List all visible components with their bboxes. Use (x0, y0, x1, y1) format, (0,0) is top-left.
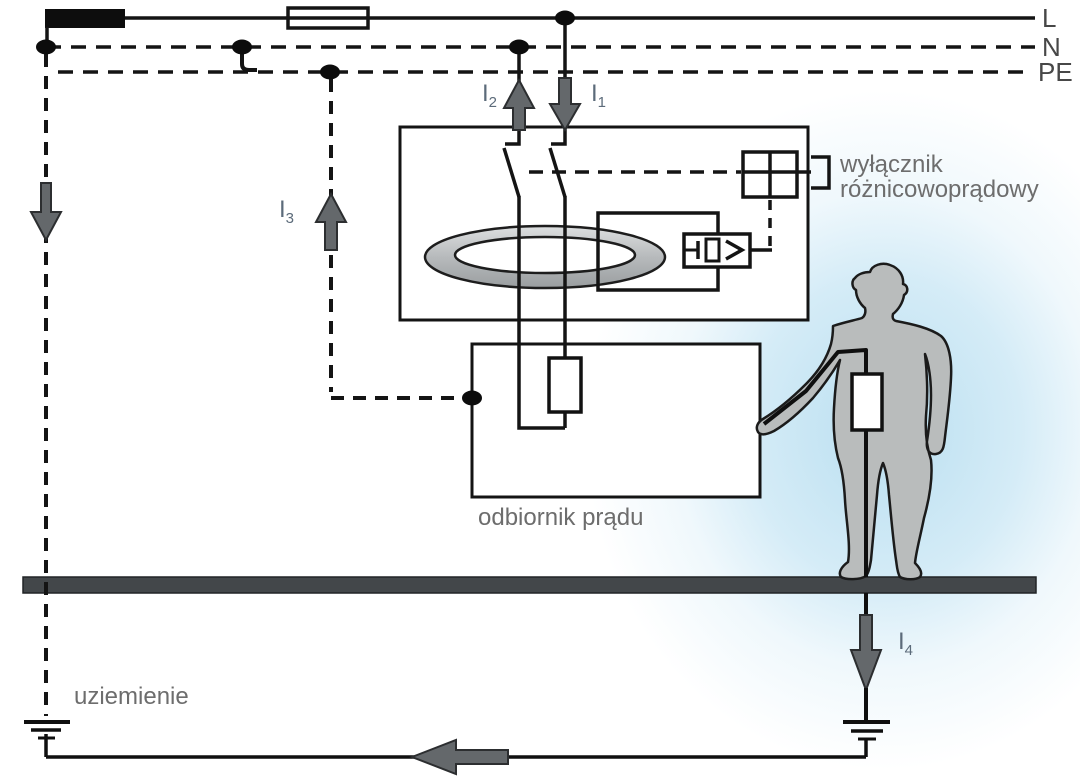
n-line-label: N (1042, 32, 1061, 62)
i4-base: I (898, 628, 905, 655)
current-label-i1: I1 (591, 82, 606, 115)
i4-down-arrow-icon (849, 614, 883, 693)
i2-sub: 2 (488, 94, 498, 111)
earth-electrode-right-icon (843, 720, 890, 757)
i1-down-arrow-icon (548, 77, 582, 133)
i2-base: I (482, 80, 489, 107)
i1-sub: 1 (597, 94, 607, 111)
floor-ground-plane (22, 576, 1037, 594)
rcd-label-line1: wyłącznik (840, 151, 943, 178)
earth-current-down-arrow-icon (29, 182, 63, 243)
body-resistance-icon (850, 372, 884, 432)
load-enclosure (470, 342, 762, 499)
test-button-icon (741, 150, 831, 199)
push-actuator-icon (811, 155, 831, 190)
earthing-label: uziemienie (74, 683, 189, 710)
threshold-chevron-icon (725, 239, 746, 261)
rcd-label: wyłącznik różnicowoprądowy (840, 152, 1039, 202)
fuse-icon (286, 6, 370, 30)
load-label: odbiornik prądu (478, 504, 644, 531)
earth-electrode-left-icon (24, 720, 70, 757)
load-resistor-icon (547, 356, 583, 414)
i4-sub: 4 (904, 642, 914, 659)
junction-dots (36, 10, 575, 406)
i1-base: I (591, 80, 598, 107)
rcd-label-line2: różnicowoprądowy (840, 176, 1039, 203)
current-transformer-toroid-icon (423, 224, 667, 290)
n-pe-bond-icon (240, 47, 257, 72)
current-label-i2: I2 (482, 82, 497, 115)
l-line (45, 6, 1035, 30)
l-line-label: L (1042, 3, 1057, 33)
i2-up-arrow-icon (502, 77, 536, 131)
breaker-contact-left-icon (502, 147, 521, 198)
i3-sub: 3 (285, 210, 295, 227)
i3-base: I (279, 196, 286, 223)
touch-current-wire (762, 348, 868, 426)
i3-up-arrow-icon (314, 191, 348, 251)
source-terminal-icon (45, 9, 125, 28)
current-label-i4: I4 (898, 630, 913, 663)
current-label-i3: I3 (279, 198, 294, 231)
pe-line-label: PE (1038, 57, 1073, 87)
rcd-enclosure (398, 125, 810, 322)
trip-relay-icon (596, 211, 752, 292)
return-current-left-arrow-icon (409, 738, 509, 776)
